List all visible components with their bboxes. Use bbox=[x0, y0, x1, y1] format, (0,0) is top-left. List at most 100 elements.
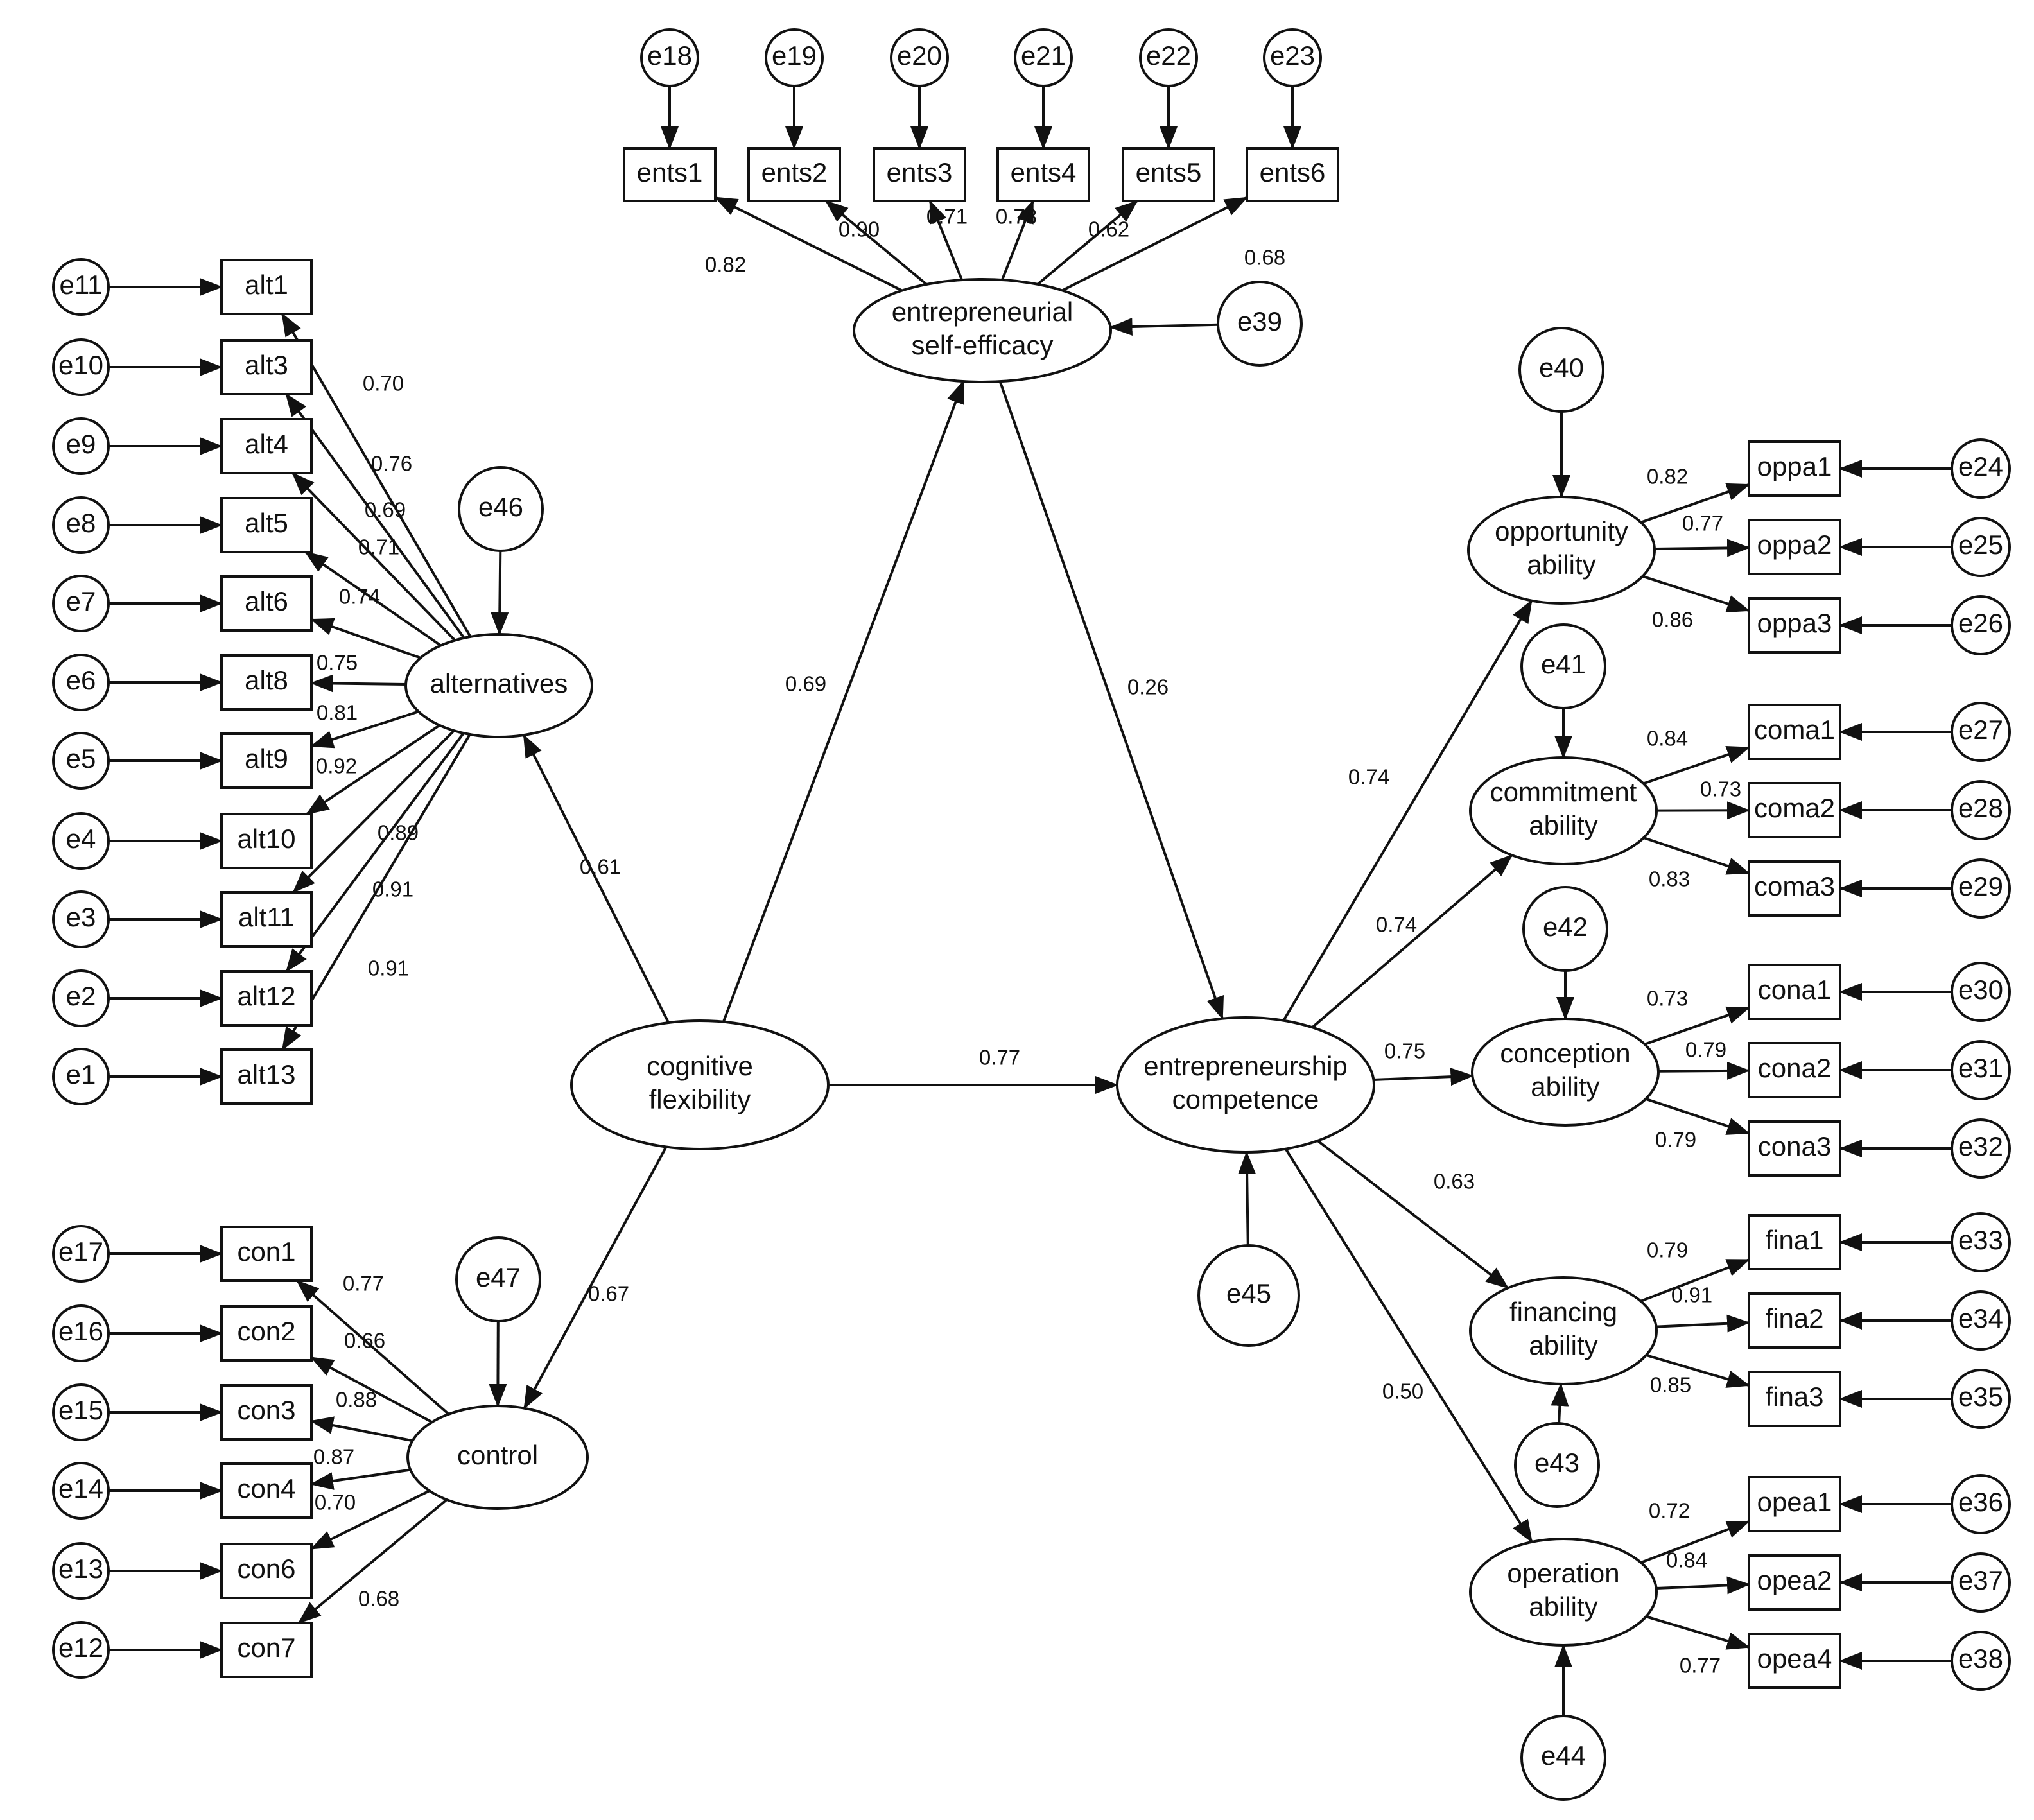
loading-arrow-ents6 bbox=[1061, 196, 1248, 292]
indicator-opea4-box bbox=[1748, 1633, 1841, 1689]
error-e7-circle bbox=[52, 575, 110, 632]
loading-alt11: 0.89 bbox=[378, 821, 419, 845]
loading-cona3: 0.79 bbox=[1655, 1128, 1696, 1152]
error-e2-circle bbox=[52, 969, 110, 1027]
latent-label-alt: alternatives bbox=[430, 668, 568, 698]
indicator-oppa1-label: oppa1 bbox=[1757, 451, 1832, 481]
indicator-coma2-label: coma2 bbox=[1754, 793, 1835, 823]
error-e35-label: e35 bbox=[1958, 1382, 2003, 1412]
path-cog-con bbox=[523, 1146, 668, 1410]
indicator-alt5-label: alt5 bbox=[245, 508, 288, 538]
loading-arrow-opea1 bbox=[1640, 1520, 1750, 1564]
indicator-ents5-box bbox=[1122, 147, 1215, 202]
error-e23-circle bbox=[1263, 28, 1322, 87]
error-e32-label: e32 bbox=[1958, 1131, 2003, 1161]
indicator-oppa2-label: oppa2 bbox=[1757, 530, 1832, 560]
loading-arrow-con6 bbox=[310, 1489, 430, 1550]
indicator-alt5-box bbox=[220, 497, 313, 553]
error-e16-label: e16 bbox=[58, 1316, 103, 1346]
error-e3-circle bbox=[52, 890, 110, 948]
loading-cona2: 0.79 bbox=[1685, 1038, 1726, 1062]
loading-oppa3: 0.86 bbox=[1652, 608, 1693, 632]
loading-opea4: 0.77 bbox=[1680, 1654, 1721, 1677]
error-e1-circle bbox=[52, 1048, 110, 1105]
loading-arrow-ents4 bbox=[1001, 200, 1034, 281]
latent-label-ese: self-efficacy bbox=[912, 330, 1054, 360]
latent-label-ope: operation bbox=[1507, 1558, 1619, 1588]
latent-ellipse-conc bbox=[1471, 1018, 1660, 1127]
disturbance-e44-circle bbox=[1520, 1715, 1606, 1801]
indicator-con2-label: con2 bbox=[237, 1316, 295, 1346]
error-e30-circle bbox=[1951, 962, 2011, 1022]
loading-arrow-fina3 bbox=[1646, 1354, 1750, 1388]
loading-arrow-alt4 bbox=[291, 472, 456, 641]
error-e25-label: e25 bbox=[1958, 530, 2003, 560]
indicator-alt8-label: alt8 bbox=[245, 665, 288, 695]
indicator-con3-label: con3 bbox=[237, 1395, 295, 1425]
loading-opea1: 0.72 bbox=[1649, 1499, 1690, 1523]
error-e19-circle bbox=[765, 28, 824, 87]
indicator-coma3-label: coma3 bbox=[1754, 871, 1835, 901]
indicator-con4-label: con4 bbox=[237, 1473, 295, 1504]
latent-ellipse-com bbox=[1469, 756, 1658, 865]
disturbance-e45-circle bbox=[1197, 1244, 1300, 1347]
disturbance-e47-label: e47 bbox=[476, 1262, 521, 1292]
indicator-alt6-label: alt6 bbox=[245, 586, 288, 616]
error-e2-label: e2 bbox=[66, 981, 96, 1011]
indicator-cona2-box bbox=[1748, 1042, 1841, 1098]
loading-con6: 0.70 bbox=[315, 1491, 356, 1514]
latent-label-ope: ability bbox=[1529, 1591, 1597, 1622]
loading-arrow-alt9 bbox=[310, 710, 419, 749]
loading-alt4: 0.69 bbox=[365, 498, 406, 522]
path-coef-ec-conc: 0.75 bbox=[1384, 1039, 1425, 1063]
indicator-alt6-box bbox=[220, 575, 313, 632]
latent-label-cog: flexibility bbox=[649, 1084, 751, 1114]
latent-label-opp: opportunity bbox=[1495, 516, 1628, 546]
loading-arrow-alt3 bbox=[285, 393, 465, 639]
latent-ellipse-ec bbox=[1116, 1016, 1375, 1154]
indicator-oppa2-box bbox=[1748, 519, 1841, 575]
error-e28-label: e28 bbox=[1958, 793, 2003, 823]
error-e18-label: e18 bbox=[647, 40, 692, 71]
loading-alt9: 0.81 bbox=[317, 701, 358, 725]
error-e12-label: e12 bbox=[58, 1633, 103, 1663]
loading-cona1: 0.73 bbox=[1647, 987, 1688, 1010]
loading-arrow-opea4 bbox=[1646, 1615, 1750, 1650]
loading-con7: 0.68 bbox=[358, 1587, 399, 1611]
loading-arrow-alt1 bbox=[281, 313, 472, 637]
error-e36-circle bbox=[1951, 1474, 2011, 1534]
error-e11-label: e11 bbox=[60, 270, 103, 300]
indicator-con7-box bbox=[220, 1622, 313, 1678]
indicator-fina2-box bbox=[1748, 1292, 1841, 1349]
latent-ellipse-cog bbox=[570, 1019, 830, 1150]
disturbance-arrow-e39 bbox=[1109, 318, 1219, 336]
indicator-ents1-label: ents1 bbox=[637, 157, 703, 187]
error-e27-circle bbox=[1951, 702, 2011, 762]
latent-label-conc: conception bbox=[1500, 1038, 1630, 1068]
loading-arrow-alt6 bbox=[310, 618, 421, 659]
indicator-opea2-label: opea2 bbox=[1757, 1565, 1832, 1595]
loading-arrow-con2 bbox=[310, 1356, 433, 1424]
loading-arrow-alt11 bbox=[292, 729, 455, 894]
error-e29-label: e29 bbox=[1958, 871, 2003, 901]
latent-label-cog: cognitive bbox=[647, 1051, 753, 1081]
latent-label-fin: financing bbox=[1509, 1297, 1617, 1327]
loading-ents2: 0.90 bbox=[839, 218, 880, 241]
loading-arrow-coma1 bbox=[1642, 746, 1750, 785]
latent-label-com: ability bbox=[1529, 810, 1597, 840]
loading-oppa1: 0.82 bbox=[1647, 465, 1688, 489]
indicator-opea1-label: opea1 bbox=[1757, 1487, 1832, 1517]
loading-arrow-con7 bbox=[297, 1498, 448, 1624]
disturbance-e40-circle bbox=[1518, 327, 1604, 413]
error-e31-label: e31 bbox=[1958, 1053, 2003, 1083]
error-e4-circle bbox=[52, 812, 110, 870]
loading-alt6: 0.74 bbox=[339, 585, 380, 609]
latent-label-ec: competence bbox=[1172, 1084, 1319, 1114]
loading-con2: 0.66 bbox=[344, 1329, 385, 1353]
disturbance-e40-label: e40 bbox=[1539, 352, 1584, 383]
indicator-ents2-box bbox=[747, 147, 841, 202]
loading-arrow-oppa1 bbox=[1640, 483, 1750, 524]
indicator-opea1-box bbox=[1748, 1476, 1841, 1532]
indicator-cona3-label: cona3 bbox=[1758, 1131, 1831, 1161]
